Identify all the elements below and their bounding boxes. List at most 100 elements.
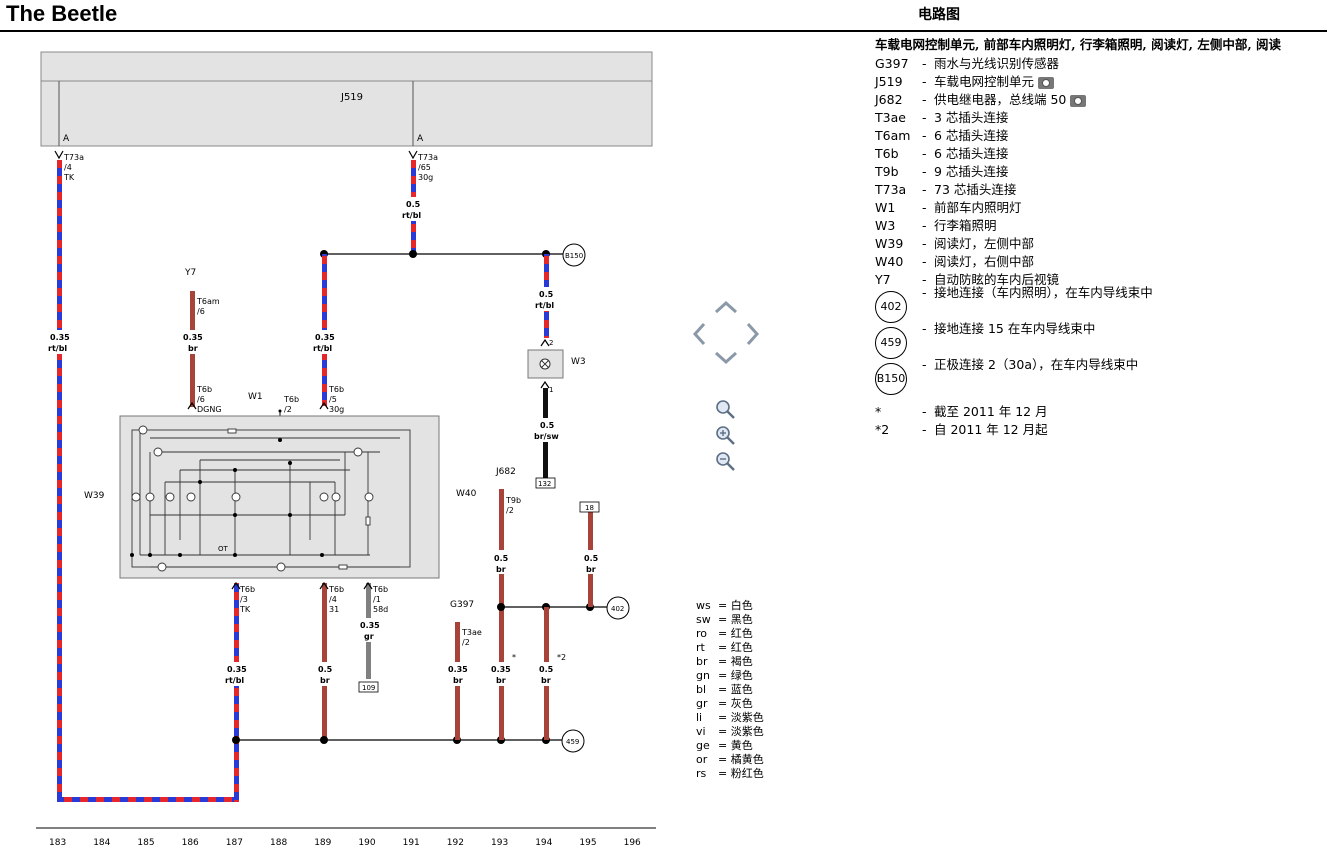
legend-desc: 接地连接（车内照明），在车内导线束中 bbox=[934, 285, 1153, 300]
legend-desc: 6 芯插头连接 bbox=[934, 127, 1008, 145]
color-key-row: gn= 绿色 bbox=[696, 669, 764, 683]
legend-code: W1 bbox=[875, 200, 896, 215]
equals-sign: = bbox=[718, 697, 731, 710]
legend-desc-text: 73 芯插头连接 bbox=[934, 182, 1017, 197]
camera-icon[interactable] bbox=[1070, 94, 1087, 107]
legend-dash: - bbox=[922, 404, 927, 419]
pan-up-icon[interactable] bbox=[714, 300, 738, 314]
footnote-desc: 自 2011 年 12 月起 bbox=[934, 422, 1048, 437]
equals-sign: = bbox=[718, 641, 731, 654]
ruler-label: 188 bbox=[270, 838, 287, 848]
circuit-diagram: J519 A A T73a /4 TK 0.35 rt/bl T73a /65 … bbox=[36, 51, 656, 848]
svg-text:/5: /5 bbox=[329, 395, 337, 404]
legend-desc: 阅读灯，左侧中部 bbox=[934, 235, 1034, 253]
svg-text:T6am: T6am bbox=[196, 297, 220, 306]
equals-sign: = bbox=[718, 613, 731, 626]
zoom-in-icon[interactable] bbox=[714, 424, 736, 446]
color-name: 粉红色 bbox=[730, 767, 764, 780]
equals-sign: = bbox=[718, 683, 731, 696]
legend-dash: - bbox=[922, 182, 927, 197]
svg-text:J682: J682 bbox=[495, 467, 516, 477]
pan-down-icon[interactable] bbox=[714, 351, 738, 365]
zoom-out-icon[interactable] bbox=[714, 450, 736, 472]
color-name: 蓝色 bbox=[730, 683, 753, 696]
label-t73a-65: T73a bbox=[417, 153, 438, 162]
color-key-row: rs= 粉红色 bbox=[696, 767, 764, 781]
equals-sign: = bbox=[718, 767, 731, 780]
legend-code: W40 bbox=[875, 254, 904, 269]
w40-label: W40 bbox=[456, 489, 477, 499]
pan-left-icon[interactable] bbox=[692, 322, 706, 346]
legend-dash: - bbox=[922, 272, 927, 287]
legend-row: T6am-6 芯插头连接 bbox=[875, 127, 1327, 145]
color-key-row: rt= 红色 bbox=[696, 641, 764, 655]
w3-trunk-light: 0.5 rt/bl 2 W3 1 0.5 br/sw 132 bbox=[527, 254, 586, 489]
legend-node-circle: B150 bbox=[875, 363, 907, 395]
equals-sign: = bbox=[718, 669, 731, 682]
legend-dash: - bbox=[922, 285, 927, 300]
svg-text:58d: 58d bbox=[373, 605, 388, 614]
svg-text:*: * bbox=[512, 653, 516, 662]
legend-desc: 雨水与光线识别传感器 bbox=[934, 55, 1059, 73]
ruler-label: 183 bbox=[49, 838, 66, 848]
j519-label: J519 bbox=[340, 92, 363, 103]
color-key-row: vi= 淡紫色 bbox=[696, 725, 764, 739]
legend-desc: 正极连接 2（30a），在车内导线束中 bbox=[934, 357, 1139, 372]
legend-desc-text: 阅读灯，左侧中部 bbox=[934, 236, 1035, 251]
legend-heading: 车载电网控制单元, 前部车内照明灯, 行李箱照明, 阅读灯, 左侧中部, 阅读 bbox=[875, 37, 1282, 52]
color-code: ws bbox=[696, 599, 711, 612]
ruler-label: 191 bbox=[403, 838, 420, 848]
svg-text:DGNG: DGNG bbox=[197, 405, 222, 414]
ref-132: 132 bbox=[538, 480, 551, 488]
w39-label: W39 bbox=[84, 491, 105, 501]
color-left: rt/bl bbox=[48, 344, 67, 353]
w1-label: W1 bbox=[248, 392, 263, 402]
zoom-fit-icon[interactable] bbox=[714, 398, 736, 420]
bus-402: 402 0.5 br *2 18 0.5 br bbox=[501, 501, 630, 740]
legend-desc-text: 6 芯插头连接 bbox=[934, 146, 1009, 161]
legend-desc-text: 雨水与光线识别传感器 bbox=[934, 56, 1060, 71]
color-name: 白色 bbox=[730, 599, 753, 612]
label-t73a-4: T73a bbox=[63, 153, 84, 162]
wire-y7: Y7 0.35 br T6am /6 T6b /6 DGNG bbox=[182, 268, 222, 414]
ruler-label: 196 bbox=[624, 838, 641, 848]
legend-desc: 接地连接 15 在车内导线束中 bbox=[934, 321, 1096, 336]
pan-right-icon[interactable] bbox=[746, 322, 760, 346]
svg-text:T6b: T6b bbox=[283, 395, 299, 404]
svg-text:/2: /2 bbox=[462, 638, 470, 647]
legend-node-circle: 459 bbox=[875, 327, 907, 359]
color-name: 灰色 bbox=[730, 697, 753, 710]
label-t73a-65-sig: 30g bbox=[418, 173, 433, 182]
legend-dash: - bbox=[922, 200, 927, 215]
svg-text:0.35: 0.35 bbox=[448, 665, 468, 674]
svg-text:br: br bbox=[496, 676, 506, 685]
wire-t6b-1: T6b /1 58d 0.35 gr 109 bbox=[357, 581, 388, 693]
legend-desc: 供电继电器，总线端 50 bbox=[934, 91, 1087, 109]
component-legend: 车载电网控制单元, 前部车内照明灯, 行李箱照明, 阅读灯, 左侧中部, 阅读 … bbox=[875, 34, 1327, 439]
bus-459: 459 bbox=[236, 729, 585, 753]
ruler-label: 187 bbox=[226, 838, 243, 848]
camera-icon[interactable] bbox=[1038, 76, 1055, 89]
color-code: ge bbox=[696, 739, 710, 752]
color-code: gn bbox=[696, 669, 710, 682]
svg-text:*2: *2 bbox=[557, 653, 566, 662]
svg-text:T6b: T6b bbox=[239, 585, 255, 594]
legend-dash: - bbox=[922, 218, 927, 233]
svg-text:0.35: 0.35 bbox=[183, 333, 203, 342]
legend-row: T9b-9 芯插头连接 bbox=[875, 163, 1327, 181]
color-key-row: ws= 白色 bbox=[696, 599, 764, 613]
svg-text:/6: /6 bbox=[197, 307, 205, 316]
svg-text:br: br bbox=[541, 676, 551, 685]
color-code: br bbox=[696, 655, 708, 668]
svg-text:0.5: 0.5 bbox=[494, 554, 509, 563]
pin-a-left: A bbox=[63, 134, 70, 144]
svg-text:br: br bbox=[496, 565, 506, 574]
color-key-row: ge= 黄色 bbox=[696, 739, 764, 753]
legend-dash: - bbox=[922, 146, 927, 161]
color-name: 橘黄色 bbox=[730, 753, 764, 766]
svg-text:/1: /1 bbox=[373, 595, 381, 604]
color-code: or bbox=[696, 753, 708, 766]
svg-text:0.5: 0.5 bbox=[539, 290, 554, 299]
color-name: 淡紫色 bbox=[730, 725, 764, 738]
legend-code: T6am bbox=[875, 128, 911, 143]
